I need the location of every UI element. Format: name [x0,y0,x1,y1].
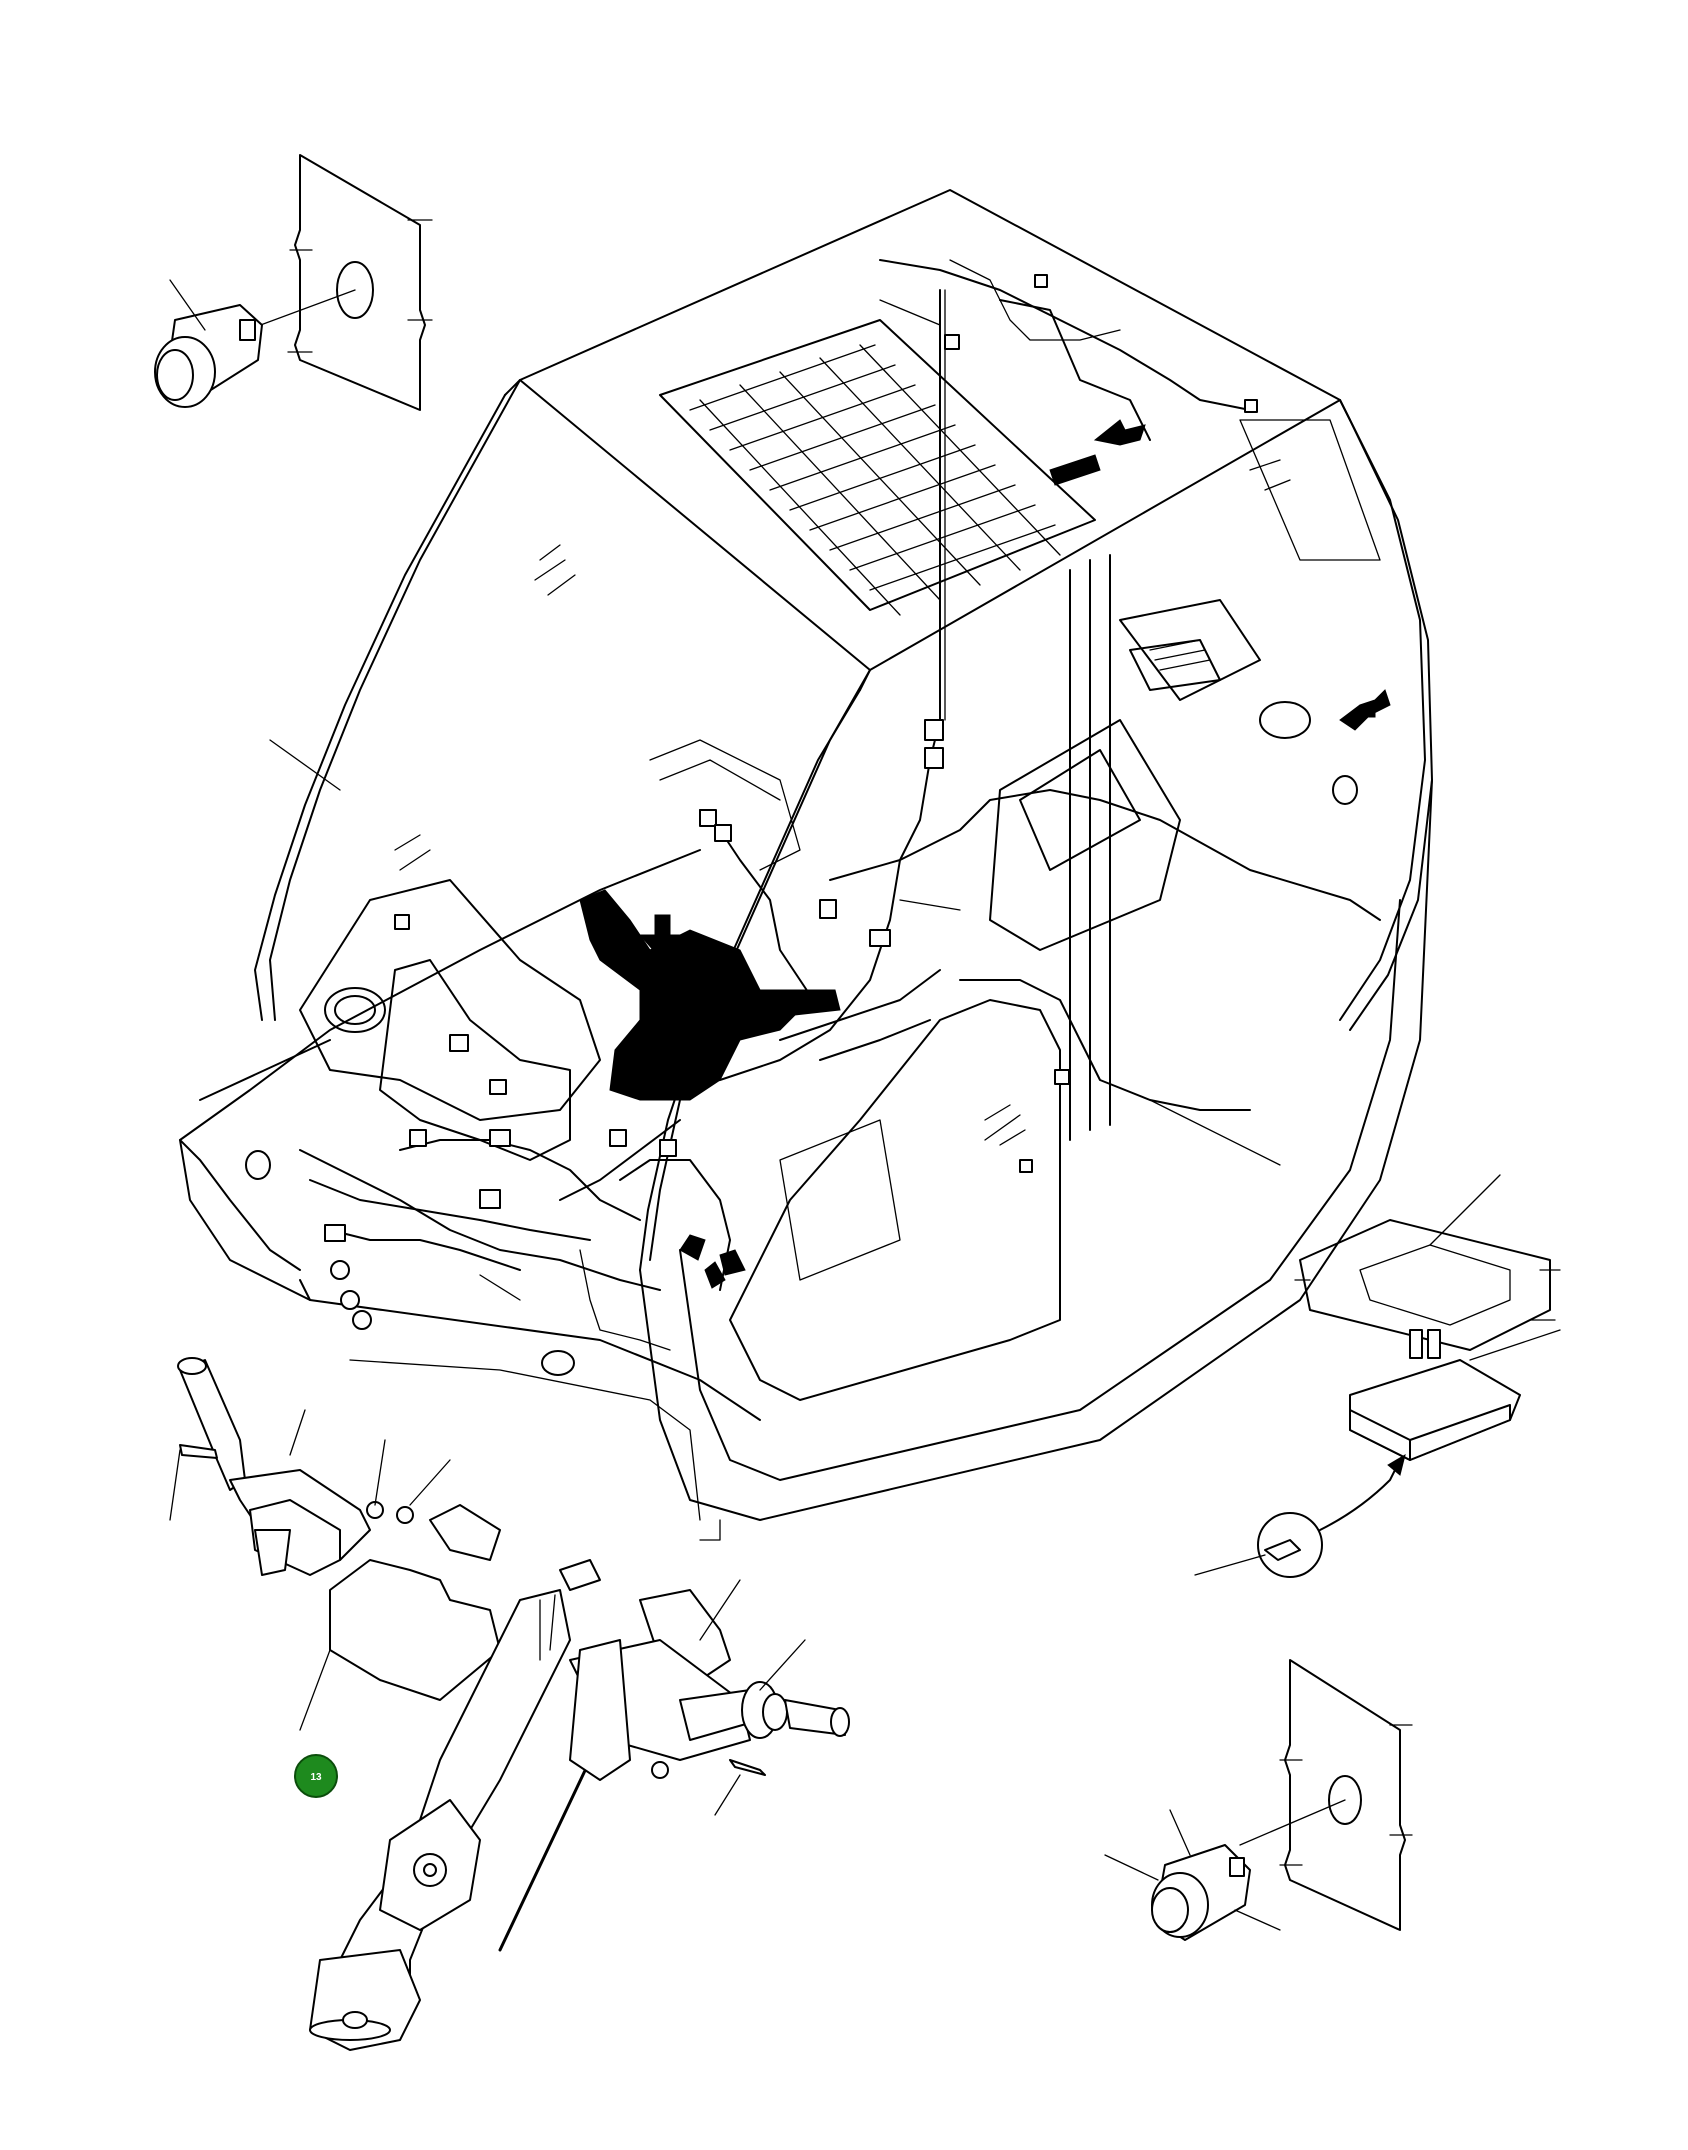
switch-panel-bottom-right [1239,1659,1413,1931]
rotary-switch-bottom-right [1104,1809,1281,1941]
switch-panel-top-left [219,154,433,411]
cab-frame [179,189,1433,1541]
callout-badge: 13 [294,1754,338,1798]
roof-grille [659,319,1096,616]
joystick-left [169,1357,501,1731]
wiring-harness [299,259,1391,1351]
rectangular-switch-right [1194,1329,1561,1578]
leader-lines [269,299,1281,1301]
callout-label: 13 [310,1772,322,1783]
rotary-switch-top-left [154,279,263,408]
right-mount-panel [1294,1174,1561,1351]
callout-circle [294,1754,338,1798]
steering-column [309,1559,850,2051]
